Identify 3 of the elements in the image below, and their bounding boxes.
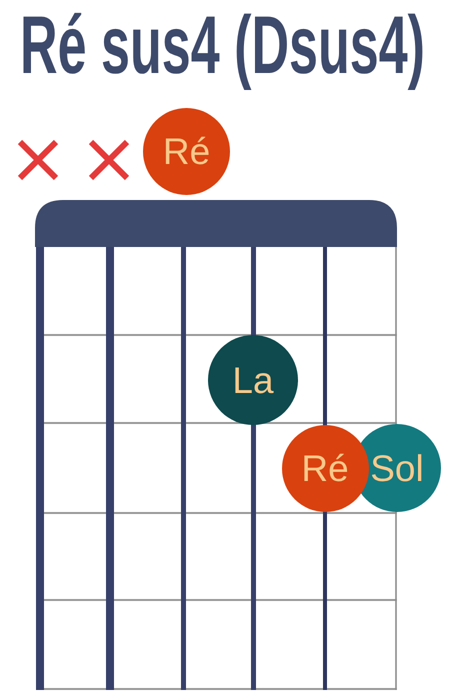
open-string-dot: Ré (143, 108, 230, 195)
finger-dot: Ré (282, 424, 368, 512)
finger-dot: La (208, 335, 298, 425)
